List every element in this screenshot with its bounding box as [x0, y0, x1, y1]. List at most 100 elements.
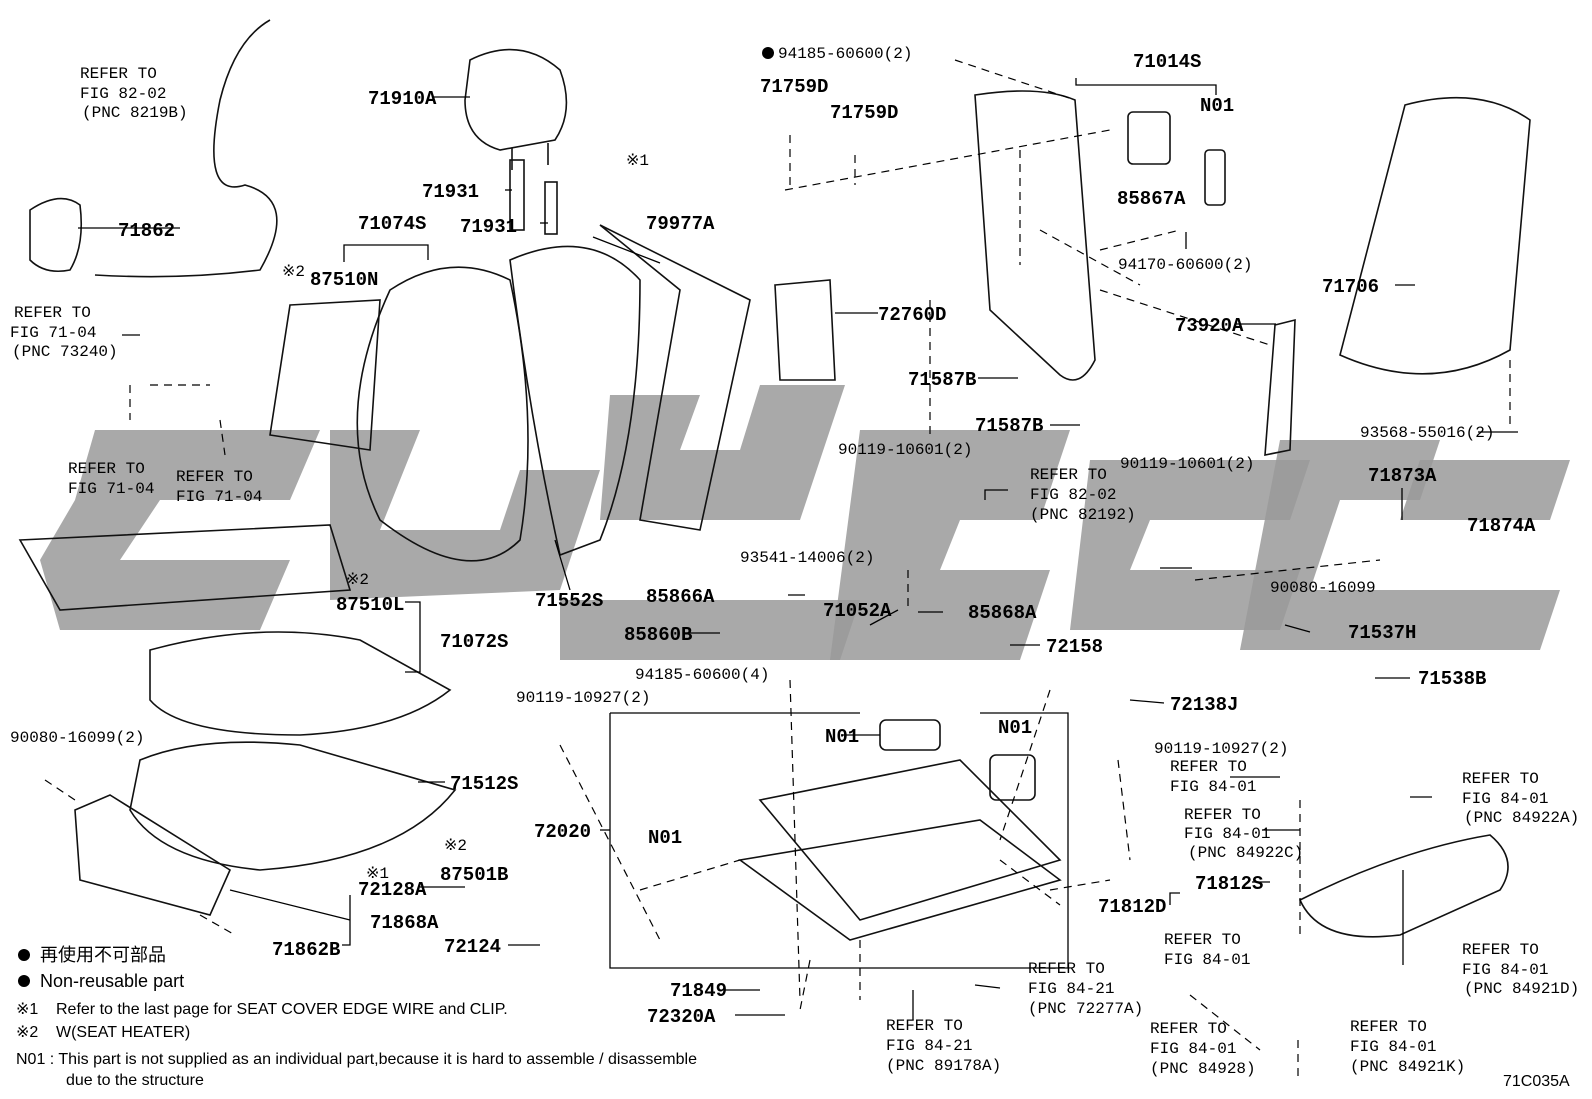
svg-text:FIG 84-01: FIG 84-01: [1462, 790, 1548, 808]
legend-non-reusable-en: Non-reusable part: [40, 971, 184, 991]
part-label[interactable]: 71874A: [1467, 515, 1536, 537]
part-label[interactable]: 71931: [422, 181, 479, 203]
refer-fig-71-04-c[interactable]: REFER TO FIG 71-04: [176, 468, 262, 506]
svg-text:(PNC 84921D): (PNC 84921D): [1464, 980, 1579, 998]
legend-note2: W(SEAT HEATER): [56, 1024, 190, 1041]
svg-text:FIG 71-04: FIG 71-04: [176, 488, 262, 506]
part-label[interactable]: 71538B: [1418, 668, 1486, 690]
part-label[interactable]: 71759D: [830, 102, 898, 124]
part-label[interactable]: N01: [648, 827, 682, 849]
part-label[interactable]: 71862B: [272, 939, 340, 961]
part-label[interactable]: 71587B: [908, 369, 976, 391]
part-label[interactable]: 93568-55016(2): [1360, 424, 1494, 442]
part-label[interactable]: 85866A: [646, 586, 715, 608]
refer-fig-84-01-b[interactable]: REFER TO FIG 84-01 (PNC 84922C): [1184, 806, 1303, 862]
part-label[interactable]: N01: [1200, 95, 1234, 117]
part-label[interactable]: 71862: [118, 220, 175, 242]
part-labels: 71910A 71931 71931 71074S 87510N 79977A …: [10, 45, 1536, 1028]
refer-fig-84-21-b[interactable]: REFER TO FIG 84-21 (PNC 89178A): [886, 1017, 1001, 1075]
part-label[interactable]: N01: [998, 717, 1032, 739]
refer-fig-82-02-a[interactable]: REFER TO FIG 82-02 (PNC 8219B): [80, 65, 188, 122]
part-label[interactable]: 90119-10927(2): [516, 689, 650, 707]
part-label[interactable]: 71873A: [1368, 465, 1437, 487]
non-reusable-dot: [18, 949, 30, 961]
part-label[interactable]: 72138J: [1170, 694, 1238, 716]
part-label[interactable]: 90080-16099: [1270, 579, 1376, 597]
part-label[interactable]: 72158: [1046, 636, 1103, 658]
part-label[interactable]: 90119-10601(2): [1120, 455, 1254, 473]
non-reusable-dot: [18, 975, 30, 987]
part-label[interactable]: 71910A: [368, 88, 437, 110]
part-label[interactable]: 94170-60600(2): [1118, 256, 1252, 274]
refer-fig-84-01-g[interactable]: REFER TO FIG 84-01 (PNC 84921K): [1350, 1018, 1465, 1076]
part-label[interactable]: 72128A: [358, 879, 427, 901]
note-mark: ※2: [282, 263, 305, 281]
note-mark: ※2: [444, 837, 467, 855]
part-label[interactable]: 71849: [670, 980, 727, 1002]
part-label[interactable]: 87510N: [310, 269, 378, 291]
part-label[interactable]: 93541-14006(2): [740, 549, 874, 567]
part-label[interactable]: 87510L: [336, 594, 404, 616]
refer-fig-84-21-a[interactable]: REFER TO FIG 84-21 (PNC 72277A): [1028, 960, 1143, 1018]
refer-fig-84-01-d[interactable]: REFER TO FIG 84-01: [1164, 931, 1250, 969]
svg-text:(PNC 84928): (PNC 84928): [1150, 1060, 1256, 1078]
refer-fig-84-01-c[interactable]: REFER TO FIG 84-01 (PNC 84922A): [1462, 770, 1579, 827]
part-label[interactable]: 71759D: [760, 76, 828, 98]
svg-text:REFER TO: REFER TO: [176, 468, 253, 486]
assembly-frame: [609, 712, 1069, 969]
svg-text:REFER TO: REFER TO: [1164, 931, 1241, 949]
part-label[interactable]: 71072S: [440, 631, 508, 653]
part-label[interactable]: 71552S: [535, 590, 603, 612]
part-label[interactable]: 85868A: [968, 602, 1037, 624]
refer-fig-84-01-e[interactable]: REFER TO FIG 84-01 (PNC 84921D): [1462, 941, 1579, 998]
part-label[interactable]: 73920A: [1175, 315, 1244, 337]
legend-n01-line1: N01 : This part is not supplied as an in…: [16, 1051, 697, 1068]
svg-text:FIG 84-01: FIG 84-01: [1350, 1038, 1436, 1056]
part-label[interactable]: 72760D: [878, 304, 946, 326]
refer-fig-71-04-b[interactable]: REFER TO FIG 71-04: [68, 460, 154, 498]
part-label[interactable]: 71052A: [823, 600, 892, 622]
part-label[interactable]: 71074S: [358, 213, 426, 235]
part-label[interactable]: 72124: [444, 936, 501, 958]
svg-text:(PNC 84922C): (PNC 84922C): [1188, 844, 1303, 862]
part-label[interactable]: 71512S: [450, 773, 518, 795]
part-label[interactable]: 71931: [460, 216, 517, 238]
svg-text:REFER TO: REFER TO: [1030, 466, 1107, 484]
part-label[interactable]: 85860B: [624, 624, 692, 646]
svg-text:REFER TO: REFER TO: [1462, 770, 1539, 788]
refer-fig-82-02-b[interactable]: REFER TO FIG 82-02 (PNC 82192): [1030, 466, 1136, 524]
part-label[interactable]: 72320A: [647, 1006, 716, 1028]
part-label[interactable]: 71868A: [370, 912, 439, 934]
note-mark: ※1: [626, 152, 649, 170]
part-label[interactable]: 79977A: [646, 213, 715, 235]
part-label[interactable]: 71587B: [975, 415, 1043, 437]
part-label[interactable]: 94185-60600(2): [778, 45, 912, 63]
part-label[interactable]: 71706: [1322, 276, 1379, 298]
part-drawings: [18, 19, 1531, 941]
part-label[interactable]: 72020: [534, 821, 591, 843]
svg-text:REFER TO: REFER TO: [1184, 806, 1261, 824]
svg-text:FIG 71-04: FIG 71-04: [10, 324, 96, 342]
refer-fig-84-01-f[interactable]: REFER TO FIG 84-01 (PNC 84928): [1150, 1020, 1256, 1078]
svg-text:(PNC 82192): (PNC 82192): [1030, 506, 1136, 524]
part-label[interactable]: 90080-16099(2): [10, 729, 144, 747]
part-label[interactable]: 85867A: [1117, 188, 1186, 210]
part-label[interactable]: 71537H: [1348, 622, 1416, 644]
part-label[interactable]: 71812S: [1195, 873, 1263, 895]
part-label[interactable]: N01: [825, 726, 859, 748]
svg-text:FIG 84-01: FIG 84-01: [1170, 778, 1256, 796]
refer-fig-84-01-a[interactable]: REFER TO FIG 84-01: [1170, 758, 1256, 796]
refer-fig-71-04-a[interactable]: REFER TO FIG 71-04 (PNC 73240): [10, 304, 118, 361]
part-label[interactable]: 71812D: [1098, 896, 1166, 918]
part-label[interactable]: 87501B: [440, 864, 508, 886]
note-mark: ※2: [346, 571, 369, 589]
legend: 再使用不可部品 Non-reusable part ※1 Refer to th…: [16, 945, 697, 1089]
part-label[interactable]: 90119-10601(2): [838, 441, 972, 459]
part-label[interactable]: 71014S: [1133, 51, 1201, 73]
part-label[interactable]: 90119-10927(2): [1154, 740, 1288, 758]
diagram-code: 71C035A: [1503, 1073, 1570, 1090]
part-label[interactable]: 94185-60600(4): [635, 666, 769, 684]
svg-text:(PNC 8219B): (PNC 8219B): [82, 104, 188, 122]
svg-text:REFER TO: REFER TO: [1028, 960, 1105, 978]
